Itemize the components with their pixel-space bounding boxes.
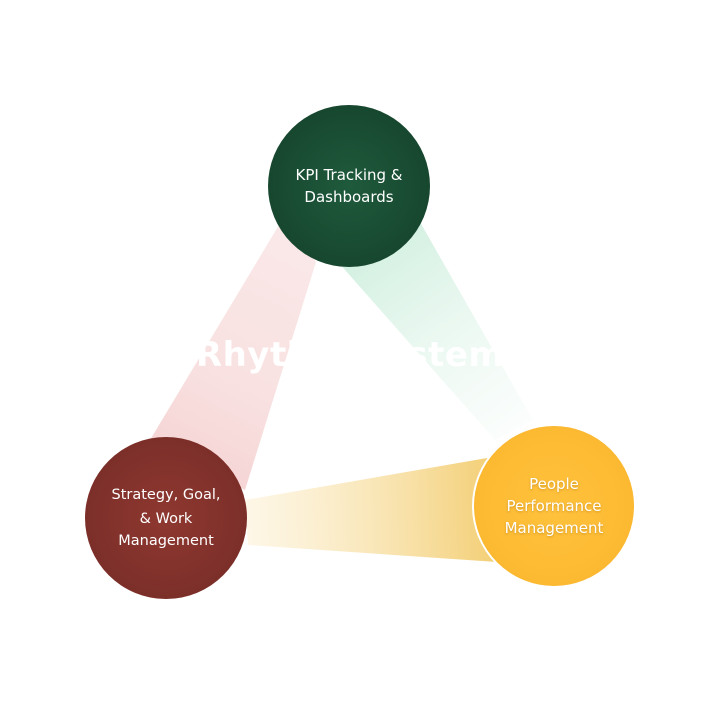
- connector-strategy-people: [245, 458, 497, 562]
- node-people-line3: Management: [504, 519, 604, 537]
- node-kpi-line2: Dashboards: [304, 188, 394, 206]
- connector-strategy-kpi: [150, 215, 316, 490]
- node-strategy-line3: Management: [118, 533, 214, 549]
- center-title: Rhythm Systems: [195, 335, 526, 375]
- node-strategy-line1: Strategy, Goal,: [111, 487, 221, 503]
- node-kpi-line1: KPI Tracking &: [295, 166, 403, 184]
- node-people-line2: Performance: [506, 497, 602, 515]
- node-strategy-line2: & Work: [139, 511, 193, 527]
- connector-kpi-people: [338, 222, 533, 440]
- node-people-line1: People: [529, 475, 579, 493]
- node-kpi-tracking[interactable]: KPI Tracking & Dashboards: [268, 105, 430, 267]
- node-strategy-goal-work[interactable]: Strategy, Goal, & Work Management: [85, 437, 247, 599]
- node-people-performance[interactable]: People Performance Management: [472, 424, 636, 588]
